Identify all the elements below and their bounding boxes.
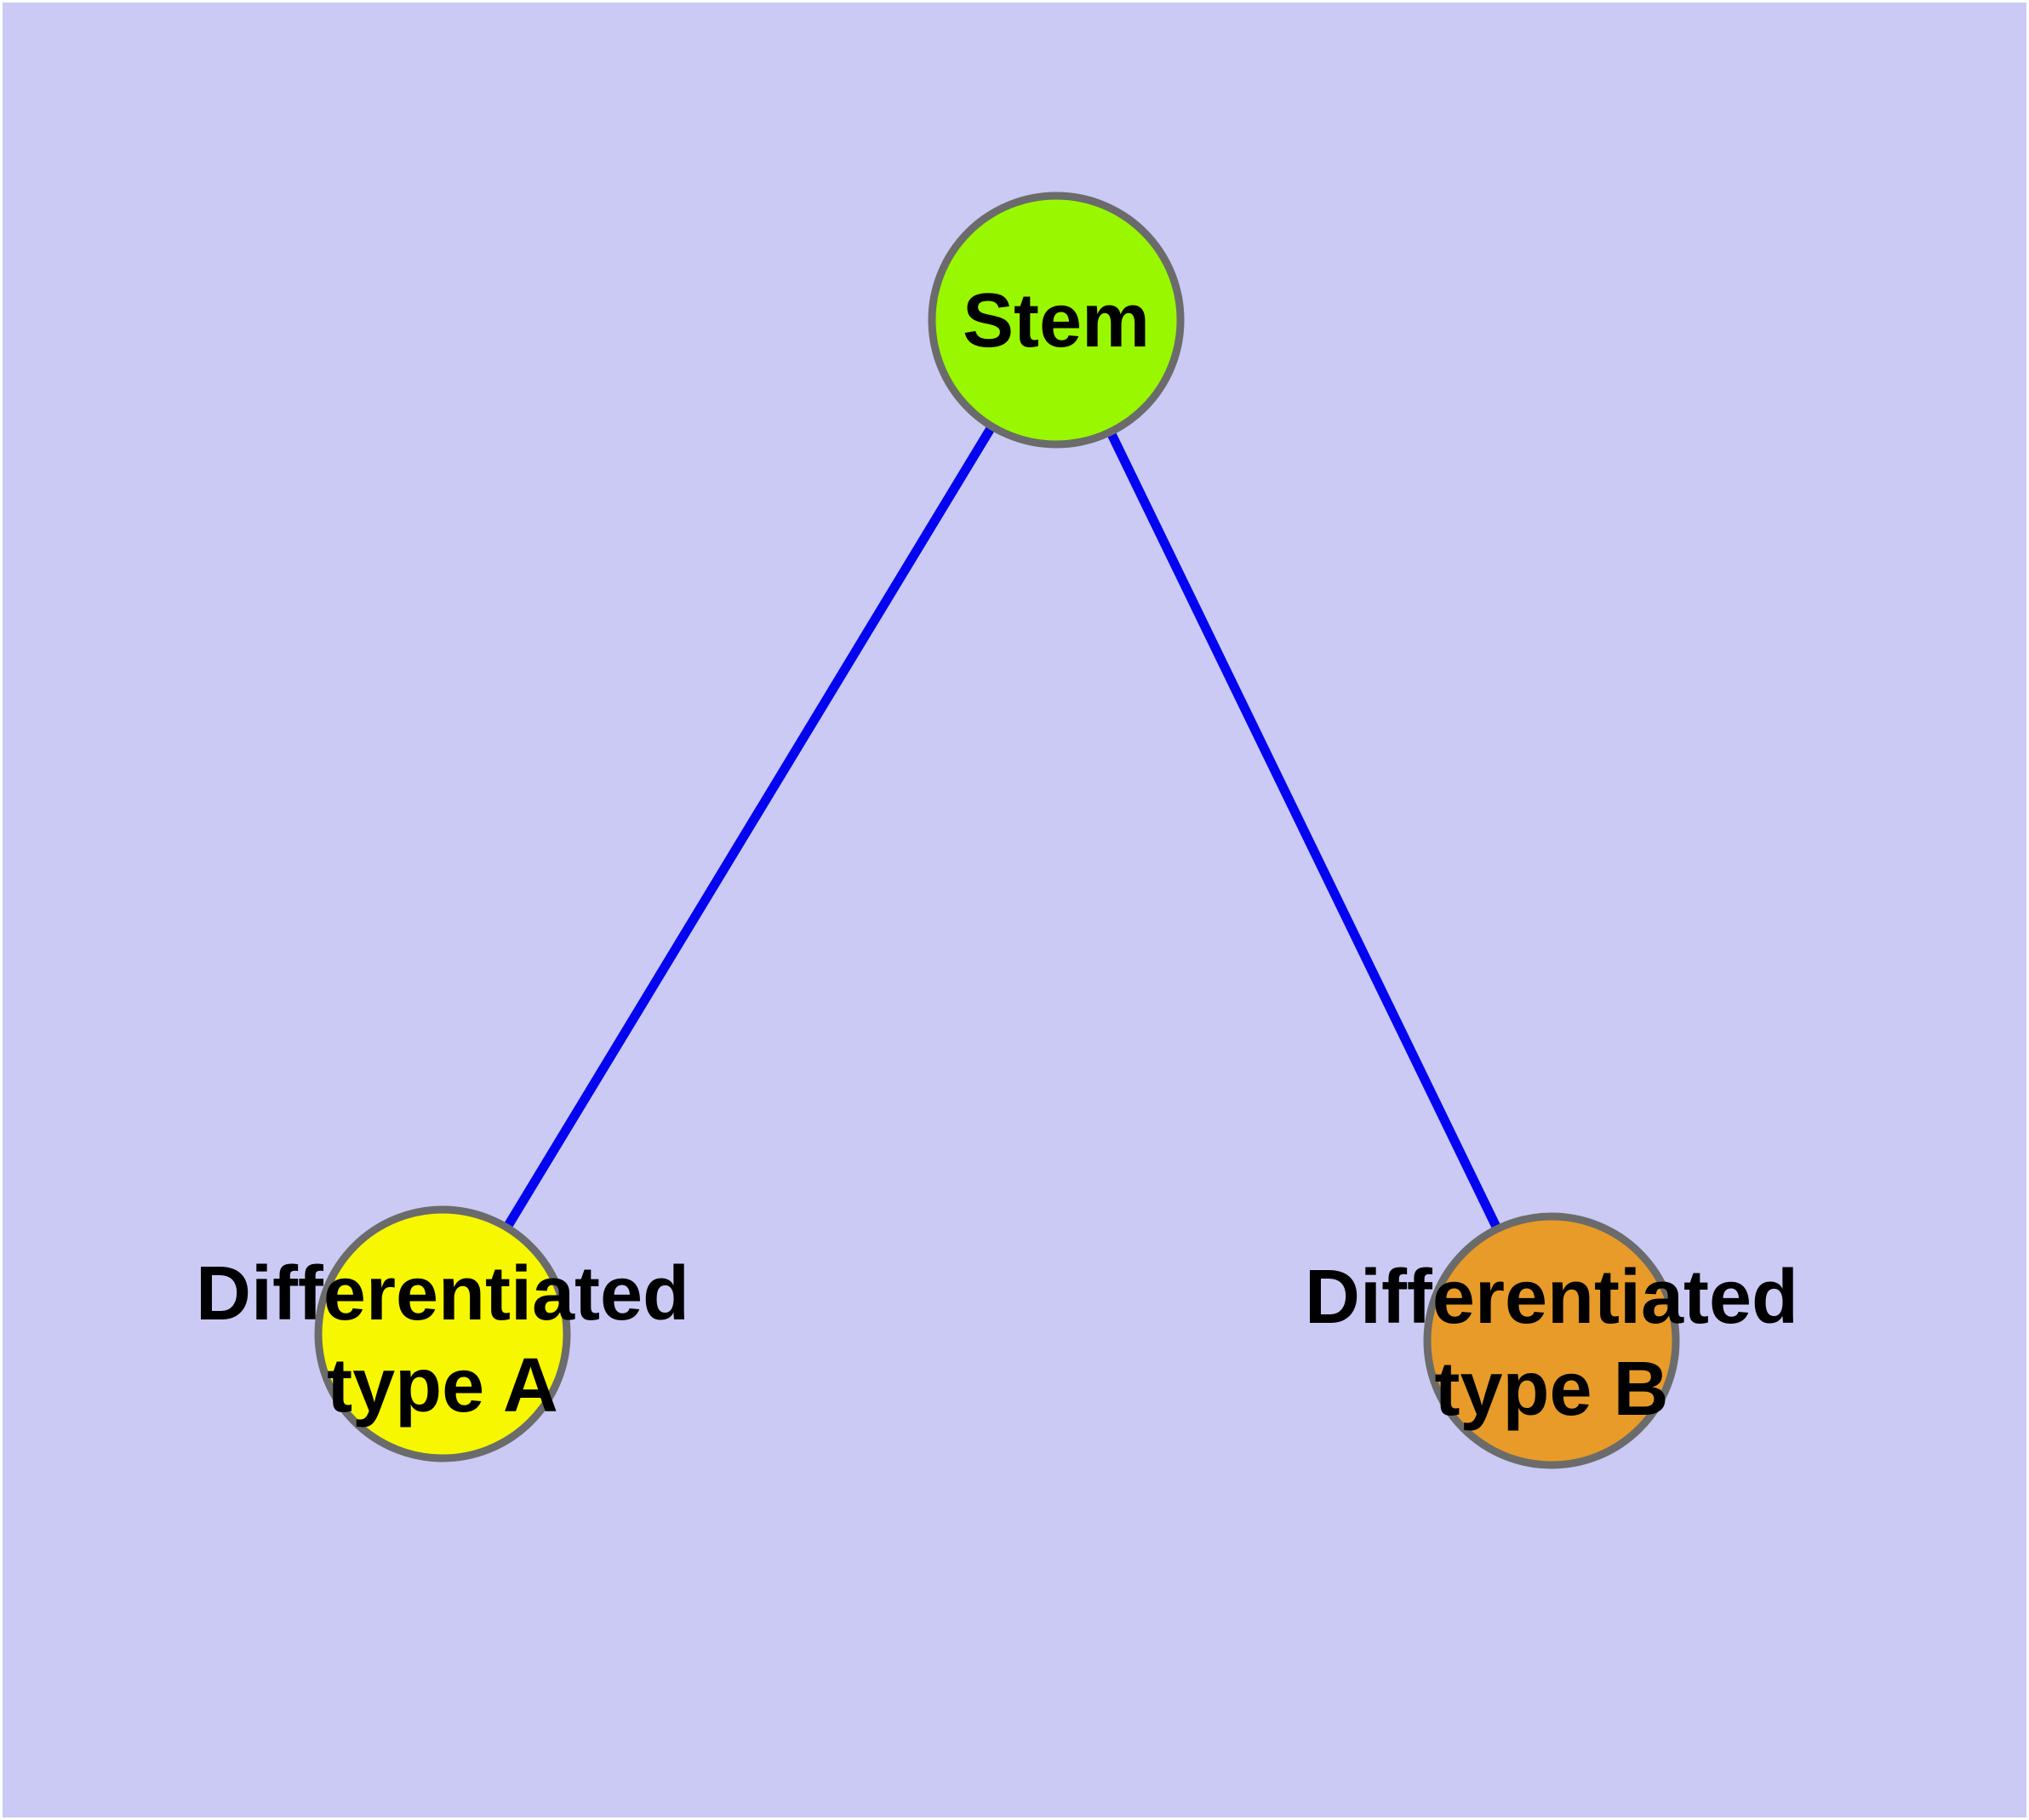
edge-stem-to-type-a — [438, 318, 1060, 1336]
node-differentiated-type-b — [1423, 1212, 1680, 1469]
node-differentiated-type-a — [314, 1205, 571, 1462]
edge-stem-to-type-b — [1052, 318, 1556, 1343]
node-stem — [928, 192, 1185, 449]
graph-svg — [314, 192, 1680, 1469]
